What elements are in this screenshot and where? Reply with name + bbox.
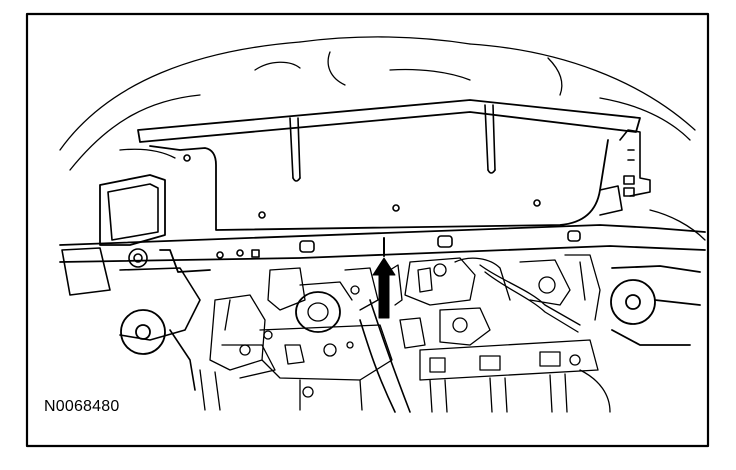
engine-components — [199, 254, 611, 413]
cross-member-rail — [59, 224, 706, 273]
right-bracket — [599, 129, 651, 216]
left-bracket — [61, 174, 201, 391]
figure-reference-code: N0068480 — [44, 398, 120, 415]
rail-slots — [216, 230, 581, 259]
right-isolator — [610, 265, 701, 346]
body-contours — [59, 36, 706, 241]
left-isolator — [120, 309, 166, 355]
up-arrow-icon — [372, 237, 396, 319]
figure-frame — [25, 12, 710, 448]
upper-shield-panel — [137, 99, 641, 231]
lower-panel — [359, 299, 411, 413]
